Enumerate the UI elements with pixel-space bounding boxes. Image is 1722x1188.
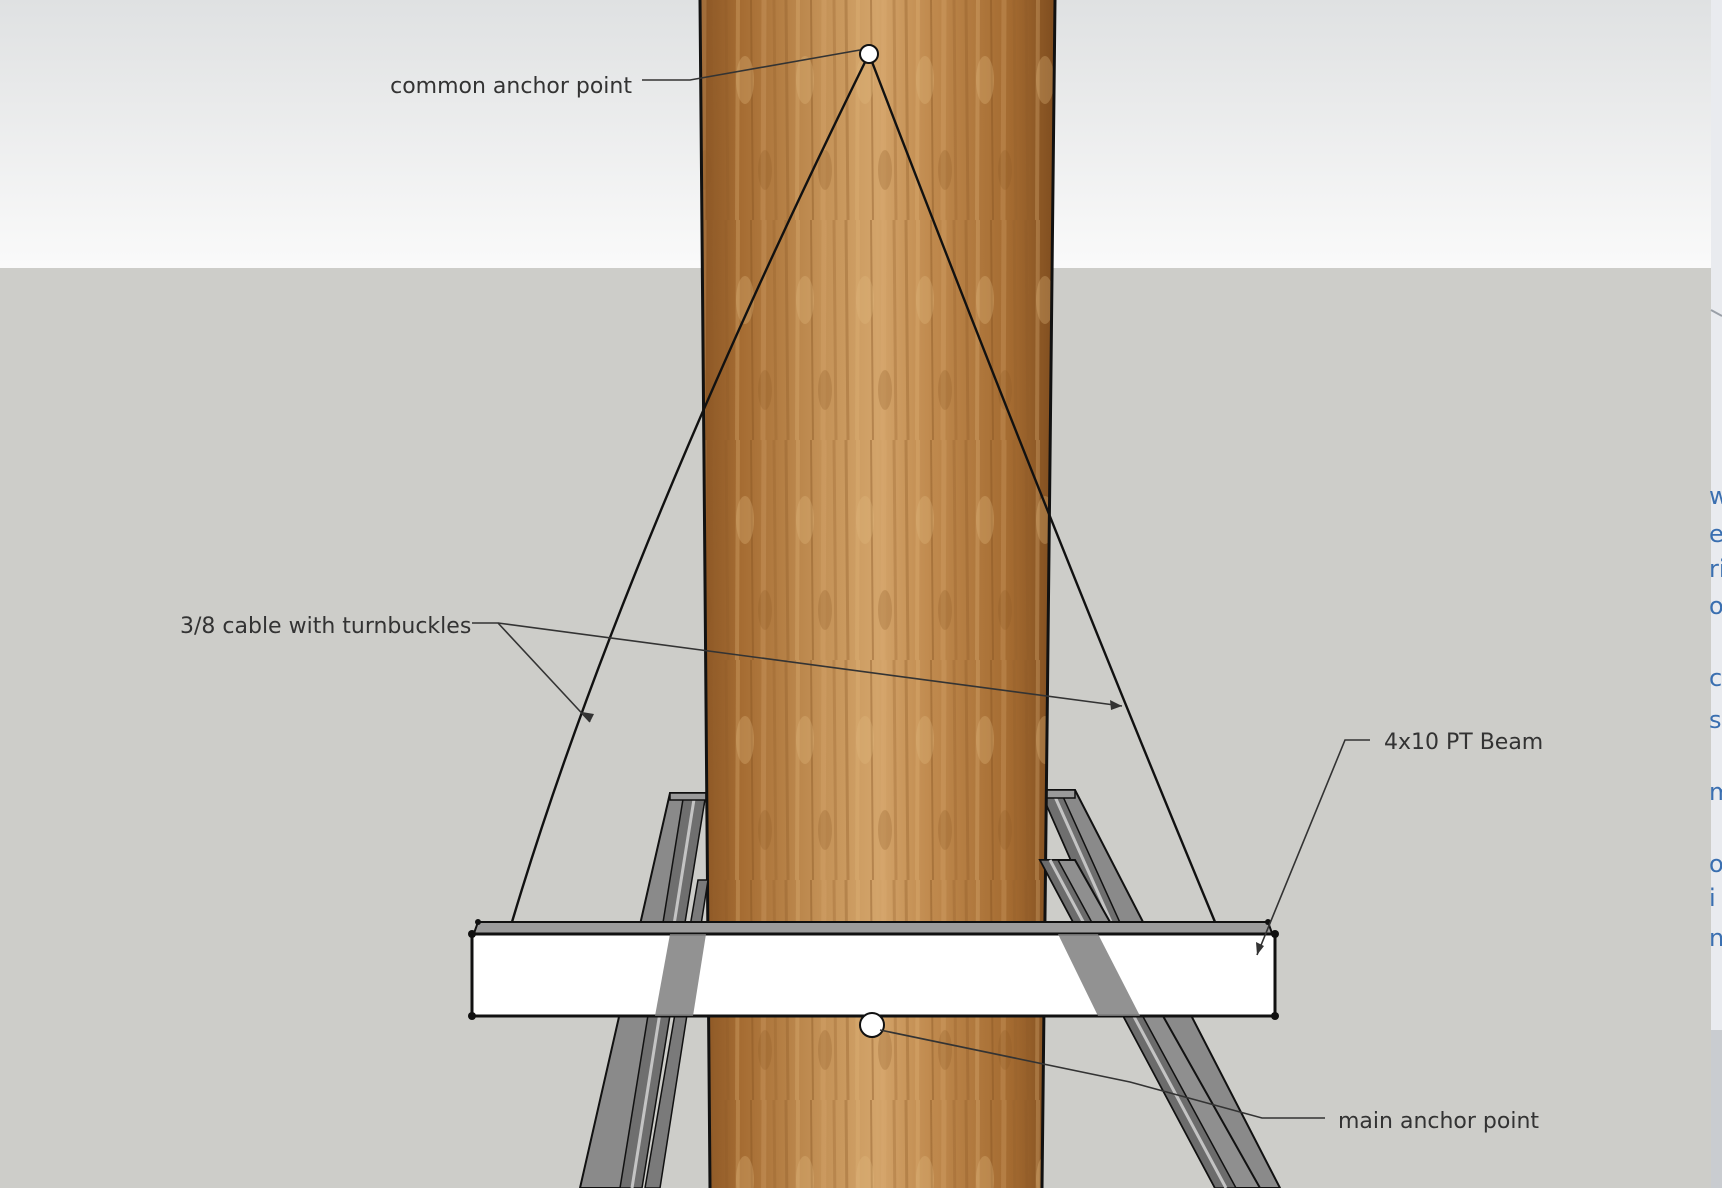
label-pt-beam: 4x10 PT Beam [1384,730,1543,755]
edge-fragment: s [1709,706,1722,734]
edge-fragment: o [1709,850,1722,878]
edge-fragment: m [1709,778,1722,806]
edge-fragment: n [1709,924,1722,952]
leader-cable-right [497,622,1123,707]
label-cable-with-turnbuckles: 3/8 cable with turnbuckles [180,614,471,639]
edge-text-fragments: w e ri ol c s m o i n [1709,482,1722,952]
leader-main-anchor [879,1029,1325,1119]
support-cables [510,53,1217,923]
window-edge-line [1710,309,1722,317]
pt-beam [468,919,1279,1020]
label-common-anchor-point: common anchor point [390,74,632,99]
leader-lines [472,49,1370,1119]
window-edge [1711,0,1722,1188]
left-brace-front-part [655,934,706,1016]
edge-fragment: i [1709,884,1716,912]
edge-fragment: ri [1709,555,1722,583]
edge-fragment: e [1709,520,1722,548]
edge-fragment: c [1709,664,1722,692]
leader-arrowheads [582,700,1264,955]
edge-fragment: w [1709,482,1722,510]
leader-common-anchor [642,49,861,81]
tree-trunk [698,0,1057,1188]
edge-fragment: ol [1709,592,1722,620]
main-anchor-point [859,1012,885,1038]
left-cable [510,53,871,923]
leader-beam [1256,739,1370,956]
window-edge-bottom [1711,1030,1722,1188]
label-main-anchor-point: main anchor point [1338,1109,1539,1134]
common-anchor-point [859,44,879,64]
right-brace-front-part [1058,934,1140,1016]
right-cable [867,53,1217,923]
